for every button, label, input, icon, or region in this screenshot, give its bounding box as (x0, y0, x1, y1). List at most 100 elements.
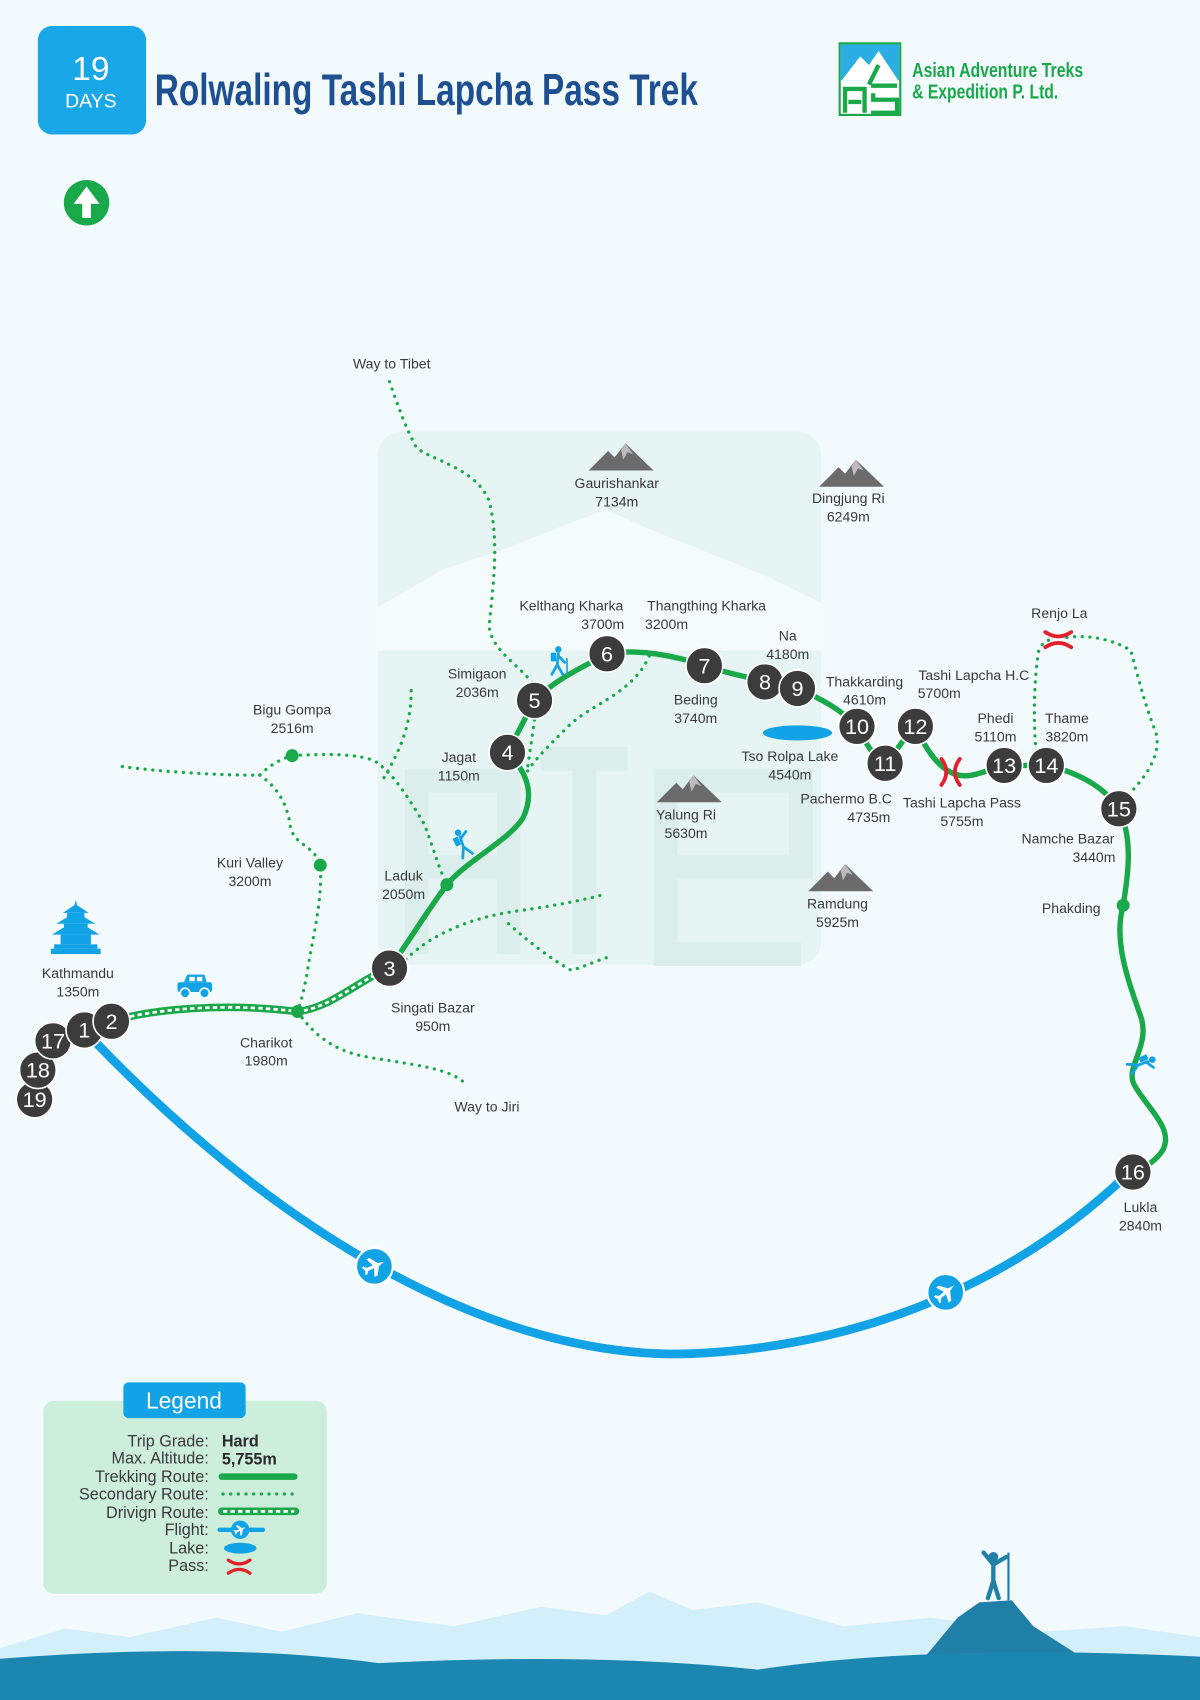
stop-marker-14: 14 (1027, 746, 1066, 785)
temple-icon (50, 899, 101, 955)
company-name-line2: & Expedition P. Ltd. (912, 81, 1058, 104)
dingjung-ri-altitude: 6249m (827, 508, 870, 524)
namche-bazar-altitude: 3440m (1072, 849, 1115, 865)
laduk-altitude: 2050m (382, 886, 425, 902)
stop-marker-18: 18 (18, 1050, 58, 1090)
stop-number: 4 (501, 740, 513, 765)
mountain-peak-icon (588, 443, 654, 471)
singati-bazar-name: Singati Bazar (391, 1000, 475, 1016)
renjo-la-name: Renjo La (1031, 605, 1087, 621)
stop-number: 14 (1034, 753, 1058, 778)
place-labels: Way to Tibet Way to Jiri Gaurishankar 71… (42, 356, 1162, 1234)
pass-icon (1043, 630, 1074, 650)
trekking-route-label: Trekking Route: (95, 1468, 209, 1486)
pachermo-bc-name: Pachermo B.C (800, 790, 891, 806)
way-to-jiri-label: Way to Jiri (454, 1098, 519, 1114)
gaurishankar-altitude: 7134m (595, 493, 638, 509)
flight-label: Flight: (165, 1521, 209, 1539)
lake-icon (762, 725, 833, 741)
thangthing-kharka-altitude: 3200m (645, 616, 688, 632)
simigaon-altitude: 2036m (456, 684, 499, 700)
simigaon-name: Simigaon (448, 666, 507, 682)
stop-marker-19: 19 (15, 1080, 54, 1119)
lukla-name: Lukla (1124, 1199, 1158, 1215)
tashi-lapcha-hc-altitude: 5700m (918, 685, 961, 701)
climber-icon (1125, 1054, 1156, 1076)
tashi-lapcha-pass-name: Tashi Lapcha Pass (903, 795, 1021, 811)
na-altitude: 4180m (766, 646, 809, 662)
lake-icon (223, 1542, 257, 1554)
north-arrow-icon (63, 179, 110, 226)
stop-number: 11 (874, 751, 896, 776)
stop-number: 9 (791, 676, 803, 701)
driving-route-label: Drivign Route: (106, 1504, 209, 1522)
stop-number: 19 (23, 1087, 47, 1112)
stop-marker-5: 5 (515, 681, 554, 720)
jeep-icon (177, 974, 213, 999)
bottom-mountain-scenery (0, 1550, 1200, 1700)
legend: Legend Trip Grade: Hard Max. Altitude: 5… (43, 1382, 327, 1594)
lake-label: Lake: (169, 1540, 209, 1558)
stop-marker-12: 12 (896, 707, 935, 746)
jagat-altitude: 1150m (438, 768, 480, 784)
secondary-route-renjo (1065, 634, 1159, 797)
lukla-altitude: 2840m (1119, 1218, 1162, 1234)
laduk-name: Laduk (384, 867, 423, 883)
secondary-route-bigu (120, 752, 449, 887)
kathmandu-name: Kathmandu (42, 965, 114, 981)
secondary-routes (120, 380, 1159, 1088)
page-title: Rolwaling Tashi Lapcha Pass Trek (155, 66, 698, 115)
thangthing-kharka-name: Thangthing Kharka (647, 597, 766, 613)
phedi-name: Phedi (978, 710, 1014, 726)
stop-marker-2: 2 (92, 1002, 131, 1041)
bigu-gompa-altitude: 2516m (271, 720, 314, 736)
airplane-icon (231, 1520, 250, 1539)
stop-number: 13 (992, 753, 1016, 778)
stop-number: 8 (759, 670, 771, 695)
ramdung-altitude: 5925m (816, 914, 859, 930)
kuri-valley-altitude: 3200m (228, 873, 271, 889)
beding-name: Beding (674, 692, 718, 708)
kuri-valley-dot (313, 858, 327, 872)
climber-icon (452, 829, 474, 860)
stop-number: 17 (41, 1028, 65, 1053)
stop-marker-10: 10 (837, 707, 877, 746)
company-logo (838, 42, 902, 117)
jagat-name: Jagat (442, 749, 476, 765)
phakding-name: Phakding (1042, 900, 1101, 916)
airplane-icon (926, 1272, 966, 1312)
company-name-line1: Asian Adventure Treks (912, 59, 1083, 82)
yalung-ri-name: Yalung Ri (656, 807, 716, 823)
tashi-lapcha-hc-name: Tashi Lapcha H.C (918, 667, 1029, 683)
bigu-gompa-dot (285, 749, 299, 763)
climber-on-summit-icon (981, 1550, 1010, 1601)
thakkarding-name: Thakkarding (826, 673, 903, 689)
way-to-tibet-label: Way to Tibet (353, 356, 431, 372)
stop-marker-6: 6 (587, 634, 627, 674)
days-number: 19 (72, 51, 109, 88)
thame-altitude: 3820m (1045, 729, 1088, 745)
secondary-route (525, 654, 651, 774)
phedi-altitude: 5110m (975, 729, 1017, 745)
airplane-icon (354, 1246, 394, 1286)
stop-number: 6 (601, 641, 613, 666)
driving-route (104, 964, 394, 1027)
secondary-route-jiri (295, 1009, 470, 1088)
stop-number: 15 (1107, 796, 1131, 821)
stop-marker-15: 15 (1099, 789, 1139, 829)
stop-marker-9: 9 (778, 669, 817, 708)
trip-grade-value: Hard (222, 1432, 259, 1450)
charikot-altitude: 1980m (245, 1053, 288, 1069)
stop-number: 2 (105, 1009, 117, 1034)
kelthang-kharka-name: Kelthang Kharka (519, 597, 623, 613)
mountain-peak-icon (819, 459, 885, 487)
stop-number: 5 (529, 688, 541, 713)
mountain-peak-icon (656, 775, 722, 803)
secondary-route (506, 922, 615, 973)
watermark-logo (377, 431, 822, 967)
secondary-route-label: Secondary Route: (79, 1485, 209, 1503)
max-altitude-value: 5,755m (222, 1451, 277, 1469)
singati-bazar-altitude: 950m (415, 1018, 450, 1034)
tso-rolpa-lake-altitude: 4540m (768, 767, 811, 783)
